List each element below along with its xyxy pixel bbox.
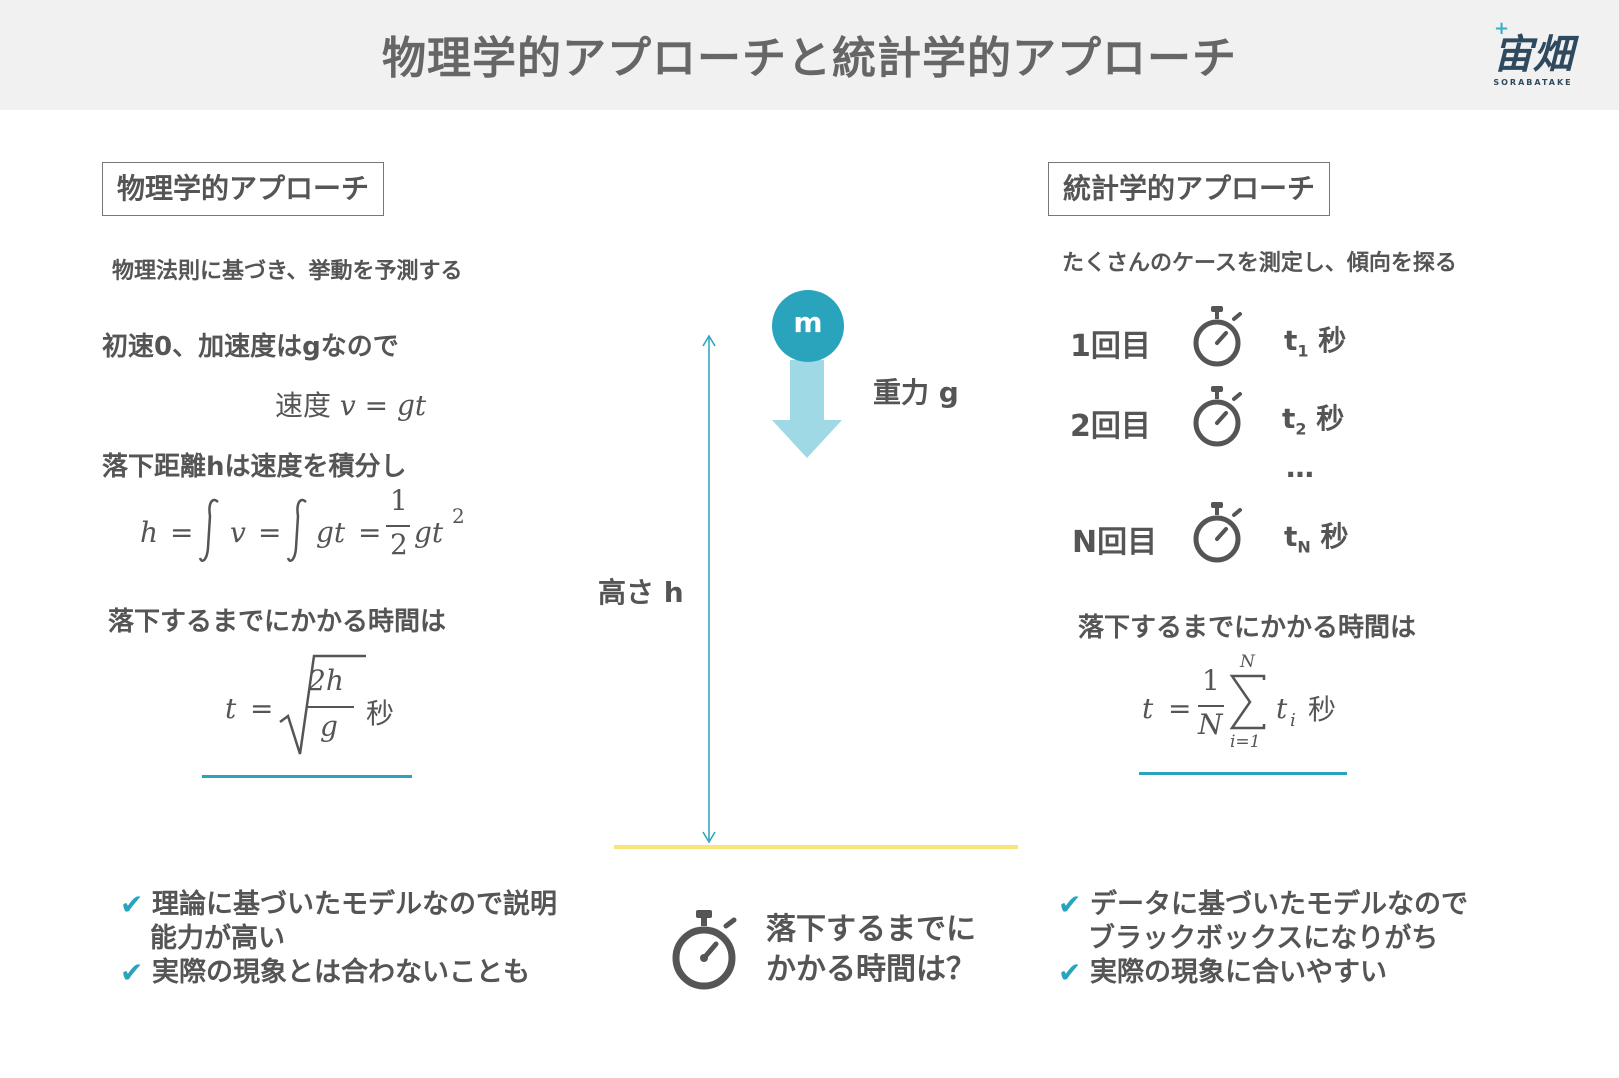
stopwatch-icon [672,910,737,990]
trial-1-time: t1 秒 [1284,319,1346,361]
sigma-sign [1229,674,1266,730]
sqrt-unit: 秒 [366,697,395,730]
sqrt-eq: = [250,692,274,725]
statistics-description: たくさんのケースを測定し、傾向を探る [1062,251,1457,276]
trial-list: 1回目 t1 秒 2回目 t2 秒 … N回目 tN 秒 [1070,305,1370,575]
statistics-bullet-1: データに基づいたモデルなので [1090,889,1468,920]
integral-frac-den: 2 [390,528,408,561]
check-icon: ✔ [1058,956,1082,989]
integral-v: v [230,516,246,549]
sqrt-t: t [225,692,237,725]
question-line-1: 落下するまでに [766,912,976,947]
mean-eq: = [1168,692,1192,725]
physics-answer-underline [202,775,412,778]
integral-formula: h = v = gt = 1 2 gt 2 [138,484,498,572]
trial-2-label: 2回目 [1070,409,1151,444]
statistics-time-heading: 落下するまでにかかる時間は [1078,613,1417,643]
integral-sign-2 [286,498,307,562]
sqrt-frac-num: 2h [308,664,344,697]
integral-frac-num: 1 [390,484,408,517]
height-label: 高さ h [598,576,684,609]
check-icon: ✔ [1058,888,1082,921]
trial-2-time: t2 秒 [1282,397,1344,439]
mean-t: t [1142,692,1154,725]
trial-2-sub: 2 [1295,419,1307,439]
velocity-formula: 速度 v = gt [275,384,426,424]
statistics-answer-underline [1139,772,1347,775]
check-icon: ✔ [120,956,144,989]
trial-2-unit: 秒 [1316,402,1345,435]
logo-subtext: SORABATAKE [1493,78,1573,87]
integral-h: h [140,516,159,549]
logo-text: 宙畑 [1493,32,1573,78]
integral-eq1: = [170,516,194,549]
trial-2-t: t [1282,402,1296,435]
stopwatch-icon [1193,502,1242,563]
physics-step2: 落下距離hは速度を積分し [102,452,407,482]
integral-exponent: 2 [452,504,465,528]
sqrt-frac-den: g [320,710,338,743]
trial-1-sub: 1 [1297,341,1309,361]
velocity-label: 速度 [275,389,332,422]
check-icon: ✔ [120,888,144,921]
trial-1-label: 1回目 [1070,329,1151,364]
physics-description: 物理法則に基づき、挙動を予測する [112,259,463,284]
statistics-bullet-1-cont: ブラックボックスになりがち [1088,923,1439,954]
physics-bullet-1-cont: 能力が高い [150,923,285,954]
mean-formula: t = 1 N N i=1 t i 秒 [1140,652,1360,762]
trial-n-time: tN 秒 [1284,515,1349,557]
mean-ti: t [1276,692,1288,725]
physics-time-heading: 落下するまでにかかる時間は [108,607,447,637]
gravity-arrow-shaft [790,360,824,422]
gravity-label: 重力 g [873,376,959,409]
physics-step1: 初速0、加速度はgなので [102,332,399,362]
integral-tail: gt [414,516,444,549]
statistics-heading: 統計学的アプローチ [1048,162,1331,216]
integral-eq3: = [358,516,382,549]
logo-plus-icon: + [1494,18,1510,39]
trial-1-unit: 秒 [1318,324,1347,357]
logo: 宙畑 + SORABATAKE [1478,18,1588,92]
falling-diagram [614,290,1018,849]
stopwatch-icon [1193,306,1242,367]
trial-n-sub: N [1297,537,1311,557]
physics-bullet-2: 実際の現象とは合わないことも [152,957,530,988]
mass-circle [772,290,844,362]
physics-heading: 物理学的アプローチ [102,162,385,216]
mean-frac-bar [1198,705,1224,707]
mean-sum-bottom: i=1 [1230,732,1261,752]
mean-ti-sub: i [1290,710,1296,731]
mean-unit: 秒 [1308,693,1337,726]
sqrt-frac-bar [306,706,354,708]
mean-frac-den: N [1198,708,1223,741]
integral-sign-1 [198,498,219,562]
header-bar [0,0,1619,110]
trial-ellipsis: … [1286,451,1314,484]
stopwatch-icon [1193,386,1242,447]
trial-1-t: t [1284,324,1298,357]
ground-line [614,845,1018,849]
sqrt-sign [279,654,366,755]
height-arrow-top [702,334,716,347]
trial-n-t: t [1284,520,1298,553]
sqrt-formula: t = 2h g 秒 [220,650,420,760]
integral-eq2: = [258,516,282,549]
trial-n-unit: 秒 [1320,520,1349,553]
page-title: 物理学的アプローチと統計学的アプローチ [382,33,1237,84]
question-line-2: かかる時間は？ [766,952,976,987]
integral-gt: gt [316,516,346,549]
mass-label: m [793,306,823,339]
physics-bullet-1: 理論に基づいたモデルなので説明 [152,889,557,920]
mean-sum-top: N [1240,652,1255,672]
velocity-expression: v = gt [339,389,427,422]
mean-frac-num: 1 [1202,664,1220,697]
statistics-bullet-2: 実際の現象に合いやすい [1090,957,1387,988]
trial-n-label: N回目 [1072,525,1158,560]
gravity-arrow-head [772,420,842,458]
integral-frac-bar [386,525,410,527]
height-arrow-bottom [702,831,716,844]
